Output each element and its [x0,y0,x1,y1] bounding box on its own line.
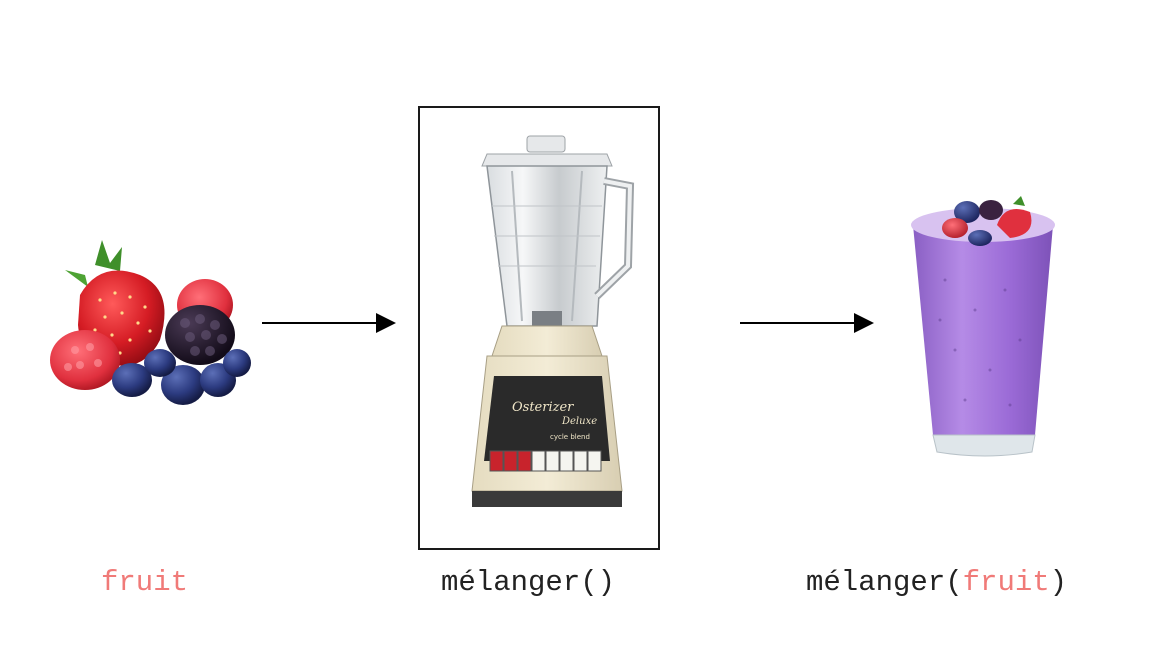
applied-function-name: mélanger( [806,566,963,599]
applied-argument: fruit [962,566,1050,599]
function-call-label: mélanger() [441,566,616,599]
blender-image: Osterizer Deluxe cycle blend [471,135,635,507]
smoothie-image [911,196,1055,457]
berries-image [50,240,251,405]
input-variable-label: fruit [101,566,189,599]
svg-text:cycle blend: cycle blend [550,433,590,441]
svg-text:Osterizer: Osterizer [512,400,574,415]
arrow-right-icon [740,313,874,333]
arrow-right-icon [262,313,396,333]
applied-close-paren: ) [1049,566,1068,599]
applied-function-label: mélanger(fruit) [806,568,1067,597]
svg-text:Deluxe: Deluxe [561,416,597,427]
function-box: Osterizer Deluxe cycle blend [418,106,660,550]
